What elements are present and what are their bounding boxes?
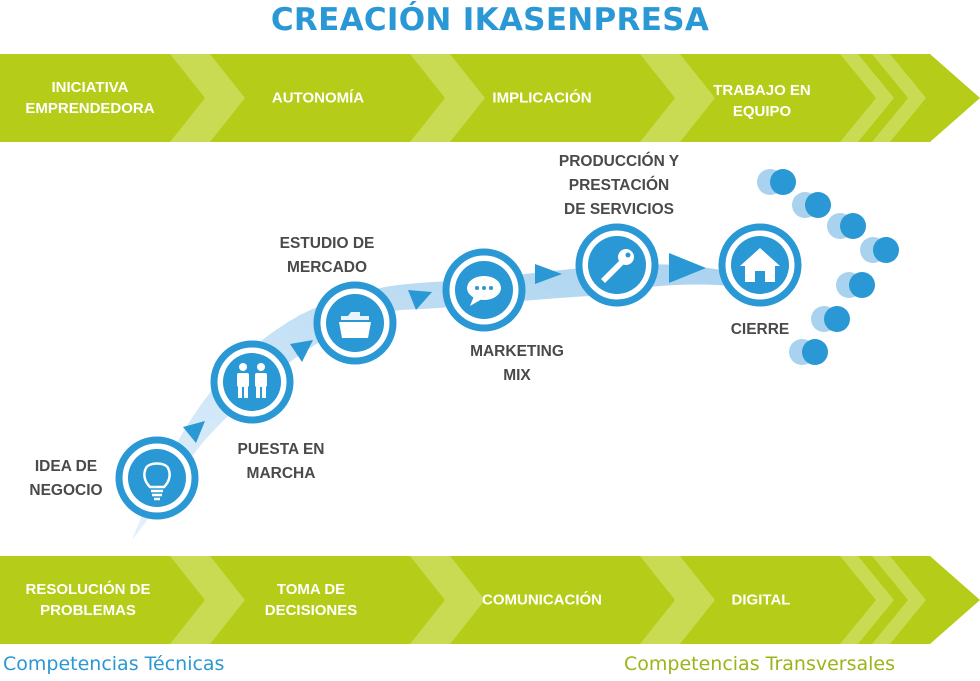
top-band-item-1: INICIATIVA EMPRENDEDORA — [25, 79, 155, 117]
stage-circle-cierre — [718, 223, 802, 307]
bottom-band-item-1: RESOLUCIÓN DE PROBLEMAS — [25, 581, 151, 619]
stage-circle-produccion — [575, 223, 659, 307]
legend-technical: Competencias Técnicas — [3, 653, 225, 675]
path-arrow-4 — [535, 264, 562, 284]
stage-circle-idea — [115, 436, 199, 520]
process-path — [132, 264, 748, 540]
lightbulb-icon — [143, 462, 171, 501]
stage-label-estudio: ESTUDIO DE MERCADO — [279, 235, 375, 276]
chat-bubble-icon — [467, 276, 501, 306]
top-band-item-3: IMPLICACIÓN — [492, 89, 592, 107]
bottom-competency-band — [0, 556, 980, 644]
house-icon — [740, 248, 780, 282]
stage-circle-marketing — [442, 248, 526, 332]
path-arrow-1 — [183, 421, 205, 443]
path-arrow-2 — [290, 340, 313, 362]
page-title: CREACIÓN IKASENPRESA — [270, 2, 710, 38]
bottom-band-item-4: DIGITAL — [731, 591, 791, 609]
bottom-band-item-2: TOMA DE DECISIONES — [264, 581, 358, 619]
stage-label-puesta: PUESTA EN MARCHA — [237, 441, 325, 482]
stage-label-cierre: CIERRE — [730, 321, 790, 338]
path-arrow-5 — [669, 253, 706, 283]
bottom-band-item-3: COMUNICACIÓN — [482, 591, 602, 609]
stage-label-marketing: MARKETING MIX — [470, 343, 564, 384]
top-band-item-2: AUTONOMÍA — [271, 89, 365, 107]
stage-label-idea: IDEA DE NEGOCIO — [29, 458, 103, 499]
decorative-dots — [757, 169, 899, 365]
key-icon — [601, 249, 634, 283]
top-band-item-4: TRABAJO EN EQUIPO — [713, 82, 811, 120]
folder-icon — [339, 312, 371, 338]
stage-circle-estudio — [313, 281, 397, 365]
people-icon — [237, 363, 267, 398]
stage-label-produccion: PRODUCCIÓN Y PRESTACIÓN DE SERVICIOS — [558, 153, 680, 218]
path-arrow-3 — [408, 290, 432, 310]
legend-transversal: Competencias Transversales — [624, 653, 896, 675]
top-competency-band — [0, 54, 980, 142]
stage-circle-puesta — [210, 340, 294, 424]
